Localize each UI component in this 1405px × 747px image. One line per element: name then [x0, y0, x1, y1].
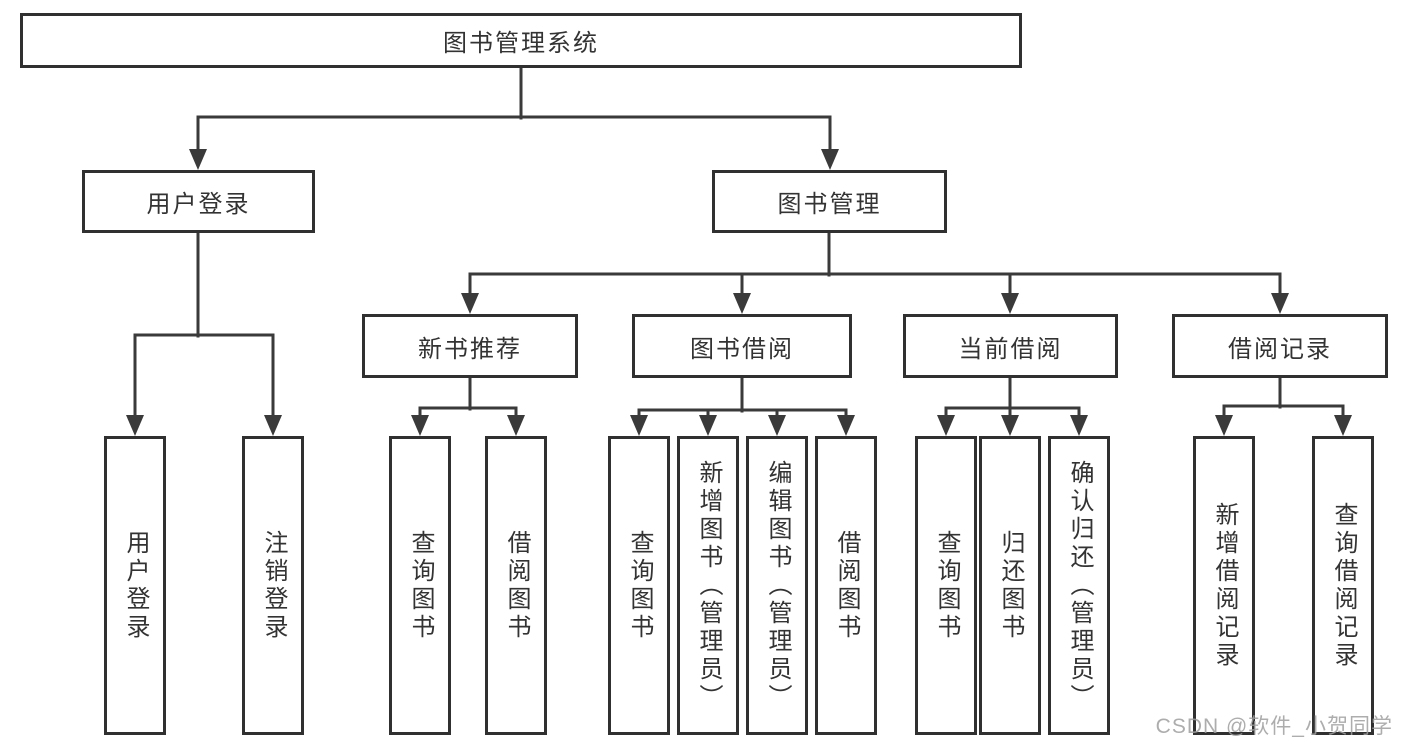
- leaf-add-borrow-record: 新增借阅记录: [1193, 436, 1255, 735]
- leaf-recommend-query-books: 查询图书: [389, 436, 451, 735]
- leaf-return-books: 归还图书: [979, 436, 1041, 735]
- node-book-borrow: 图书借阅: [632, 314, 852, 378]
- leaf-current-query-books: 查询图书: [915, 436, 977, 735]
- connector-book-borrow-to-leaves: [630, 376, 855, 436]
- connector-user-login-to-leaves: [126, 231, 282, 436]
- node-borrow-records: 借阅记录: [1172, 314, 1388, 378]
- connector-new-book-recommend-to-leaves: [411, 376, 525, 436]
- leaf-confirm-return-admin: 确认归还（管理员）: [1048, 436, 1110, 735]
- leaf-logout-login: 注销登录: [242, 436, 304, 735]
- leaf-user-login: 用户登录: [104, 436, 166, 735]
- leaf-query-borrow-record: 查询借阅记录: [1312, 436, 1374, 735]
- node-library-management-system: 图书管理系统: [20, 13, 1022, 68]
- connector-current-borrow-to-leaves: [937, 376, 1088, 436]
- leaf-borrow-query-books: 查询图书: [608, 436, 670, 735]
- leaf-edit-books-admin: 编辑图书（管理员）: [746, 436, 808, 735]
- node-new-book-recommend: 新书推荐: [362, 314, 578, 378]
- leaf-recommend-borrow-books: 借阅图书: [485, 436, 547, 735]
- node-user-login: 用户登录: [82, 170, 315, 233]
- node-current-borrow: 当前借阅: [903, 314, 1118, 378]
- leaf-borrow-books: 借阅图书: [815, 436, 877, 735]
- csdn-watermark: CSDN @软件_小贺同学: [1155, 715, 1393, 738]
- connector-borrow-records-to-leaves: [1215, 376, 1352, 436]
- node-book-management: 图书管理: [712, 170, 947, 233]
- leaf-add-books-admin: 新增图书（管理员）: [677, 436, 739, 735]
- connector-book-management-to-level3: [461, 231, 1289, 314]
- connector-root-to-level2: [189, 66, 839, 170]
